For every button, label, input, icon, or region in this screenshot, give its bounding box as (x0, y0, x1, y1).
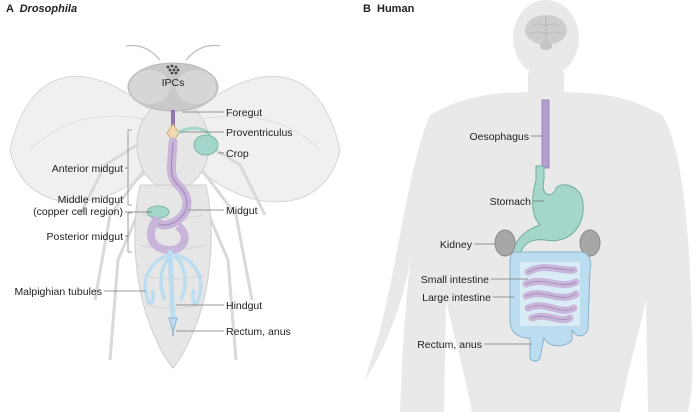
label-kidney: Kidney (440, 239, 473, 251)
label-anterior-midgut: Anterior midgut (52, 163, 123, 175)
panel-b-title: Human (377, 3, 415, 15)
panel-a-title: Drosophila (20, 3, 77, 15)
panel-a: A Drosophila (6, 3, 341, 369)
label-copper-cell-region: (copper cell region) (33, 206, 123, 218)
label-malpighian-tubules: Malpighian tubules (14, 286, 102, 298)
fly-gut (146, 110, 219, 336)
human-brain (525, 15, 567, 50)
label-crop: Crop (226, 148, 249, 160)
fly-wings (9, 75, 341, 203)
label-stomach: Stomach (490, 196, 532, 208)
oesophagus (541, 99, 550, 169)
label-posterior-midgut: Posterior midgut (47, 231, 124, 243)
label-rectum-anus-human: Rectum, anus (417, 339, 482, 351)
small-intestine (522, 264, 580, 324)
label-middle-midgut: Middle midgut (58, 194, 123, 206)
label-proventriculus: Proventriculus (226, 127, 293, 139)
panel-a-letter: A (6, 3, 14, 15)
fly-antennae (125, 44, 221, 61)
stomach (511, 165, 584, 256)
label-small-intestine: Small intestine (421, 274, 489, 286)
label-hindgut: Hindgut (226, 300, 262, 312)
svg-text:A Drosophila: A Drosophila (6, 3, 77, 15)
midgut-brackets (127, 129, 132, 253)
ipc-cells-icon (166, 64, 180, 75)
label-midgut: Midgut (226, 205, 258, 217)
kidney-right (579, 229, 601, 257)
label-large-intestine: Large intestine (422, 292, 491, 304)
label-foregut: Foregut (226, 107, 262, 119)
label-ipcs: IPCs (162, 77, 185, 89)
fly-head-brain (127, 62, 219, 112)
svg-text:B Human: B Human (363, 3, 415, 15)
label-rectum-anus-fly: Rectum, anus (226, 326, 291, 338)
panel-b: B Human (363, 0, 693, 412)
panel-b-letter: B (363, 3, 371, 15)
label-oesophagus: Oesophagus (469, 131, 529, 143)
malpighian-tubules (143, 253, 203, 305)
kidney-left (494, 229, 516, 257)
